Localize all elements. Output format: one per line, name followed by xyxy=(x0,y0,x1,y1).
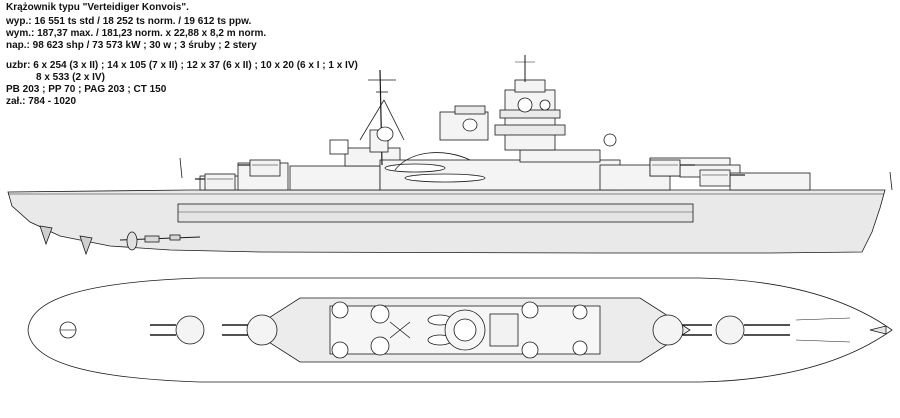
bridge-tower xyxy=(504,89,556,151)
propeller-shaft xyxy=(119,231,201,251)
rudder xyxy=(79,235,93,256)
turret-a-plan xyxy=(150,315,205,345)
side-profile xyxy=(7,55,893,256)
turret-a-side xyxy=(204,173,236,191)
armor-line: PB 203 ; PP 70 ; PAG 203 ; CT 150 xyxy=(6,84,167,95)
turret-b-plan xyxy=(222,314,278,346)
turret-b-side xyxy=(249,159,281,177)
ship-title: Krążownik typu "Verteidiger Konvois". xyxy=(6,2,189,13)
rudder xyxy=(39,225,53,246)
plan-view xyxy=(27,277,893,383)
turret-x-side xyxy=(649,159,681,177)
torpedo-line: 8 x 533 (2 x IV) xyxy=(36,72,105,83)
turret-y-plan xyxy=(715,315,790,345)
armor-belt xyxy=(177,203,694,223)
displacement-line: wyp.: 16 551 ts std / 18 252 ts norm. / … xyxy=(6,16,252,27)
dimensions-line: wym.: 187,37 max. / 181,23 norm. x 22,88… xyxy=(6,28,267,39)
boat xyxy=(404,173,486,183)
boat xyxy=(384,163,446,173)
propulsion-line: nap.: 98 623 shp / 73 573 kW ; 30 w ; 3 … xyxy=(6,40,257,51)
turret-y-side xyxy=(699,169,731,187)
armament-line: uzbr: 6 x 254 (3 x II) ; 14 x 105 (7 x I… xyxy=(6,60,358,71)
specification-block: Krążownik typu "Verteidiger Konvois". wy… xyxy=(6,2,476,108)
turret-x-plan xyxy=(652,314,712,346)
crew-line: zał.: 784 - 1020 xyxy=(6,96,77,107)
